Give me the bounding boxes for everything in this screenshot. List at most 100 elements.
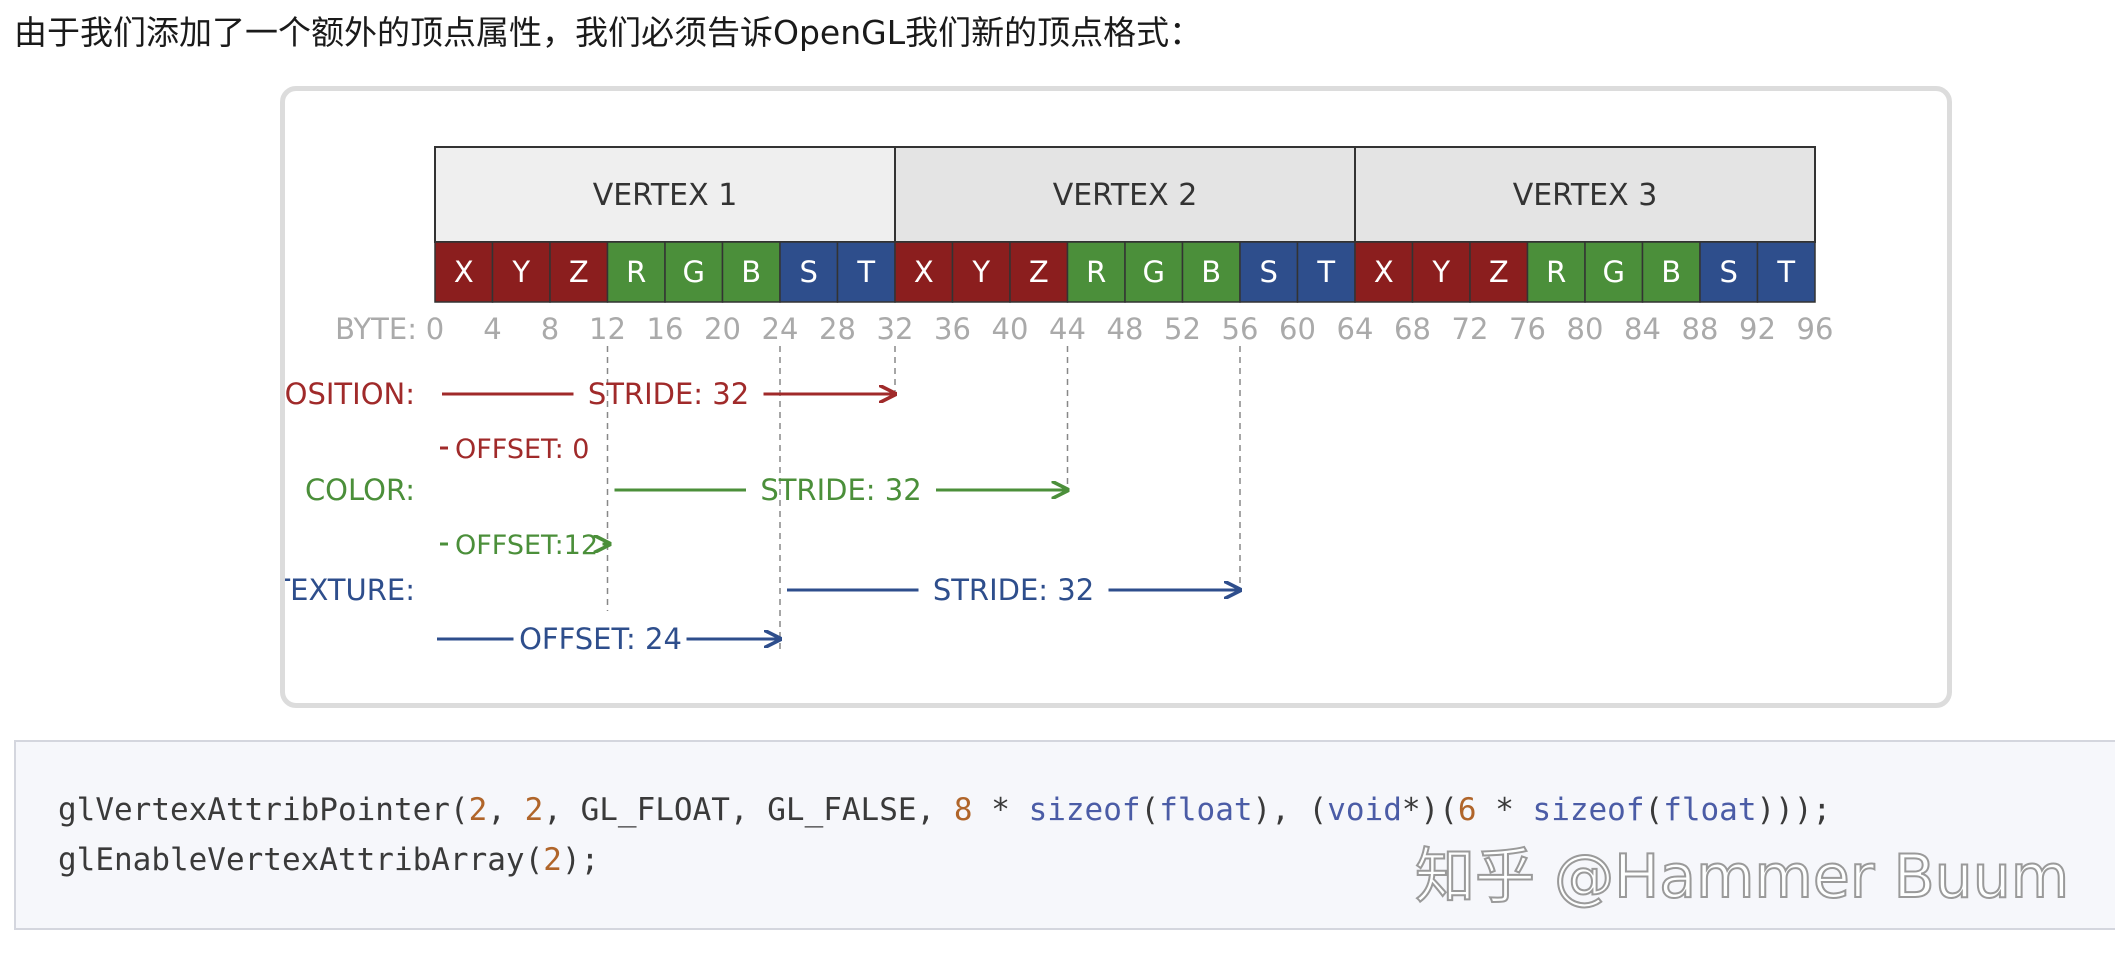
offset-label: OFFSET: 0 xyxy=(455,434,589,465)
component-cell xyxy=(491,241,551,303)
byte-tick-label: 60 xyxy=(1279,312,1316,346)
component-label: G xyxy=(1603,255,1625,289)
vertex-label: VERTEX 1 xyxy=(593,178,738,213)
code-number: 2 xyxy=(543,842,562,878)
byte-tick-label: 80 xyxy=(1567,312,1604,346)
component-label: R xyxy=(1086,255,1106,289)
component-label: S xyxy=(1260,255,1278,289)
code-token: *)( xyxy=(1401,792,1458,828)
stride-label: STRIDE: 32 xyxy=(760,473,921,507)
code-token: , xyxy=(487,792,525,828)
byte-tick-label: 40 xyxy=(992,312,1029,346)
byte-tick-label: 52 xyxy=(1164,312,1201,346)
code-line-2: glEnableVertexAttribArray(2); xyxy=(58,842,599,878)
component-cell xyxy=(1469,241,1529,303)
vertex-label: VERTEX 3 xyxy=(1513,178,1658,213)
intro-text: 由于我们添加了一个额外的顶点属性，我们必须告诉OpenGL我们新的顶点格式： xyxy=(14,13,1203,52)
component-label: T xyxy=(1776,255,1795,289)
code-number: 8 xyxy=(953,792,973,828)
component-cell xyxy=(779,241,839,303)
attribute-label: COLOR: xyxy=(305,473,415,507)
byte-tick-label: 28 xyxy=(819,312,856,346)
component-cell xyxy=(1526,241,1586,303)
component-label: S xyxy=(800,255,818,289)
byte-tick-label: 76 xyxy=(1509,312,1546,346)
byte-tick-label: 24 xyxy=(762,312,799,346)
component-label: R xyxy=(1546,255,1566,289)
code-token: ( xyxy=(1140,792,1160,828)
byte-tick-label: 16 xyxy=(647,312,684,346)
code-token: ))); xyxy=(1756,792,1832,828)
component-label: R xyxy=(626,255,646,289)
component-cell xyxy=(606,241,666,303)
code-keyword: sizeof xyxy=(1028,792,1141,828)
code-token: * xyxy=(972,792,1029,828)
code-keyword: float xyxy=(1159,792,1253,828)
code-token: ); xyxy=(561,842,600,878)
component-cell xyxy=(1181,241,1241,303)
attribute-label: TEXTURE: xyxy=(285,573,415,607)
component-cell xyxy=(1239,241,1299,303)
byte-tick-label: 20 xyxy=(704,312,741,346)
code-block: glVertexAttribPointer(2, 2, GL_FLOAT, GL… xyxy=(14,740,2115,930)
byte-tick-label: 48 xyxy=(1107,312,1144,346)
byte-tick-label: 8 xyxy=(541,312,559,346)
byte-tick-label: 56 xyxy=(1222,312,1259,346)
component-cell xyxy=(549,241,609,303)
code-token: ), ( xyxy=(1252,792,1328,828)
component-label: Y xyxy=(511,255,530,289)
code-token: glVertexAttribPointer( xyxy=(58,792,469,828)
byte-tick-label: 96 xyxy=(1797,312,1834,346)
component-label: T xyxy=(1316,255,1335,289)
code-number: 2 xyxy=(468,792,488,828)
vertex-header-box xyxy=(434,146,896,243)
watermark: 知乎 @Hammer Buum xyxy=(1414,841,2070,913)
offset-label: OFFSET: 24 xyxy=(519,622,682,656)
byte-tick-label: 32 xyxy=(877,312,914,346)
component-label: G xyxy=(683,255,705,289)
code-token: ( xyxy=(1644,792,1664,828)
stride-label: STRIDE: 32 xyxy=(933,573,1094,607)
component-label: Z xyxy=(569,255,589,289)
byte-tick-label: 72 xyxy=(1452,312,1489,346)
component-label: Y xyxy=(971,255,990,289)
component-label: B xyxy=(741,255,761,289)
component-label: Y xyxy=(1431,255,1450,289)
component-cell xyxy=(1641,241,1701,303)
offset-label: OFFSET:12 xyxy=(455,530,598,561)
byte-tick-label: 44 xyxy=(1049,312,1086,346)
component-cell xyxy=(1756,241,1816,303)
code-keyword: void xyxy=(1327,792,1402,828)
byte-tick-label: 0 xyxy=(426,312,444,346)
component-cell xyxy=(951,241,1011,303)
vertex-header-box xyxy=(894,146,1356,243)
code-line-1: glVertexAttribPointer(2, 2, GL_FLOAT, GL… xyxy=(58,792,1831,828)
byte-tick-label: 68 xyxy=(1394,312,1431,346)
component-cell xyxy=(894,241,954,303)
component-cell xyxy=(664,241,724,303)
byte-tick-label: 92 xyxy=(1739,312,1776,346)
code-number: 2 xyxy=(524,792,544,828)
byte-tick-label: 88 xyxy=(1682,312,1719,346)
component-cell xyxy=(1354,241,1414,303)
component-label: G xyxy=(1143,255,1165,289)
component-label: X xyxy=(454,255,474,289)
component-cell xyxy=(1009,241,1069,303)
component-label: S xyxy=(1720,255,1738,289)
byte-tick-label: 84 xyxy=(1624,312,1661,346)
attribute-label: POSITION: xyxy=(285,377,415,411)
component-label: B xyxy=(1201,255,1221,289)
component-cell xyxy=(1124,241,1184,303)
code-token: glEnableVertexAttribArray( xyxy=(58,842,544,878)
byte-tick-label: 36 xyxy=(934,312,971,346)
component-label: X xyxy=(914,255,934,289)
component-label: B xyxy=(1661,255,1681,289)
code-number: 6 xyxy=(1457,792,1477,828)
component-cell xyxy=(721,241,781,303)
component-label: T xyxy=(856,255,875,289)
byte-axis-label: BYTE: xyxy=(335,312,417,346)
stride-label: STRIDE: 32 xyxy=(588,377,749,411)
component-label: Z xyxy=(1489,255,1509,289)
